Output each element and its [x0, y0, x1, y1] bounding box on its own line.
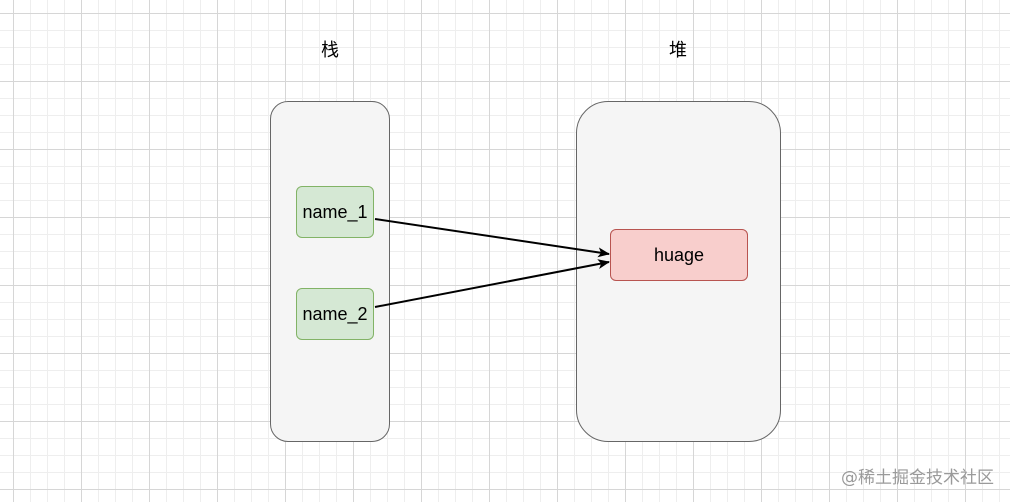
- heap-item-huage[interactable]: huage: [610, 229, 748, 281]
- heap-title: 堆: [669, 40, 687, 61]
- stack-item-label: name_1: [302, 201, 368, 222]
- watermark: @稀土掘金技术社区: [841, 468, 994, 488]
- stack-item-name-1[interactable]: name_1: [296, 186, 374, 238]
- stack-title: 栈: [321, 40, 339, 61]
- arrow-name-1-to-huage: [374, 218, 610, 258]
- stack-container: [270, 101, 390, 442]
- stack-item-label: name_2: [302, 303, 368, 324]
- arrow-name-2-to-huage: [374, 259, 610, 308]
- stack-item-name-2[interactable]: name_2: [296, 288, 374, 340]
- heap-item-label: huage: [653, 244, 705, 265]
